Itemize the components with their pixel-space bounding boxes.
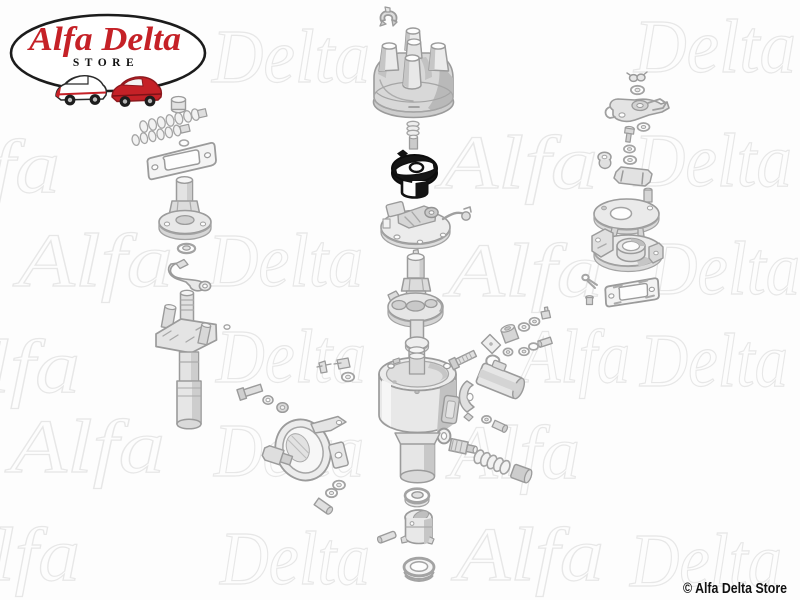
- svg-text:Alfa: Alfa: [516, 315, 630, 399]
- svg-text:Delta: Delta: [639, 319, 788, 403]
- svg-text:Alfa: Alfa: [445, 411, 580, 495]
- svg-text:Alfa Delta: Alfa Delta: [27, 21, 181, 58]
- svg-text:STORE: STORE: [73, 57, 139, 69]
- svg-text:Delta: Delta: [629, 519, 782, 600]
- svg-text:Delta: Delta: [633, 5, 796, 89]
- svg-text:Delta: Delta: [219, 517, 370, 600]
- svg-text:Delta: Delta: [211, 15, 370, 99]
- svg-text:Alfa: Alfa: [0, 125, 60, 209]
- svg-text:Alfa: Alfa: [12, 219, 173, 303]
- svg-text:Delta: Delta: [633, 119, 792, 203]
- svg-text:Alfa: Alfa: [4, 405, 165, 489]
- svg-text:Delta: Delta: [647, 227, 800, 311]
- svg-text:Alfa: Alfa: [0, 325, 80, 409]
- svg-text:© Alfa Delta Store: © Alfa Delta Store: [683, 580, 787, 597]
- svg-text:Delta: Delta: [215, 315, 366, 399]
- svg-text:Alfa: Alfa: [434, 121, 598, 205]
- svg-text:Alfa: Alfa: [0, 513, 80, 597]
- svg-text:Alfa: Alfa: [442, 229, 603, 313]
- svg-text:Delta: Delta: [207, 219, 363, 303]
- svg-text:Alfa: Alfa: [450, 513, 604, 597]
